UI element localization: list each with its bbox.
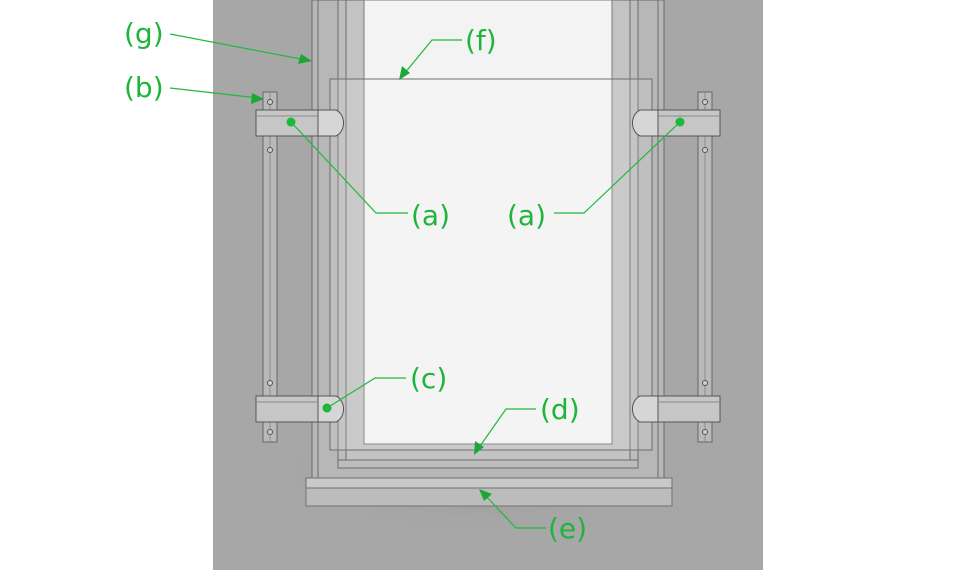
bracket-top-left — [255, 109, 344, 137]
bracket-bottom-right — [632, 395, 721, 423]
label-f: (f) — [465, 24, 497, 57]
leader-c — [322, 377, 406, 413]
label-d: (d) — [540, 393, 580, 426]
label-b: (b) — [124, 71, 164, 104]
bracket-top-right — [632, 109, 721, 137]
leader-a-left — [286, 117, 408, 214]
leader-a-right — [554, 117, 685, 214]
label-e: (e) — [548, 512, 587, 545]
left-wall-rail — [262, 91, 278, 443]
leader-b — [169, 87, 264, 104]
bracket-bottom-left — [255, 395, 344, 423]
security-screen — [329, 78, 653, 451]
label-c: (c) — [410, 362, 447, 395]
label-g: (g) — [124, 17, 164, 50]
leader-e — [479, 489, 546, 529]
leader-d — [474, 408, 536, 455]
leader-f — [399, 39, 462, 80]
label-a-right: (a) — [507, 199, 546, 232]
right-wall-rail — [697, 91, 713, 443]
window-sill — [305, 477, 673, 507]
leader-g — [169, 33, 312, 64]
label-a-left: (a) — [411, 199, 450, 232]
